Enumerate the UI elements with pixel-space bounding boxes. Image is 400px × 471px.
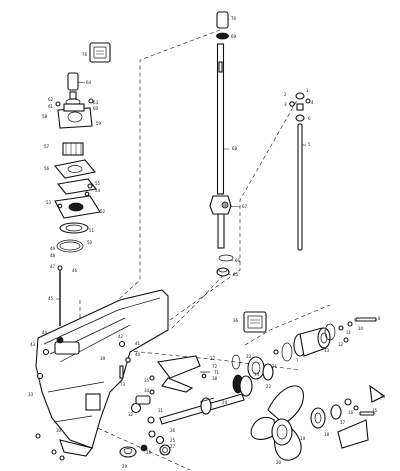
- callout-68: 68: [232, 146, 238, 151]
- callout-51: 51: [89, 228, 95, 233]
- callout-54: 54: [95, 188, 101, 193]
- callout-26: 26: [170, 428, 176, 433]
- callout-16: 16: [348, 410, 354, 415]
- propeller-shaft: [130, 393, 245, 452]
- callout-15: 15: [372, 408, 378, 413]
- callout-27: 27: [170, 444, 176, 449]
- shaft-top-bushing: [216, 11, 229, 40]
- callout-37: 37: [210, 356, 216, 361]
- callout-66: 66: [235, 258, 241, 263]
- callout-55: 55: [95, 181, 101, 186]
- callout-32: 32: [128, 412, 134, 417]
- callout-12: 12: [338, 342, 344, 347]
- callout-47: 47: [50, 264, 56, 269]
- seal-kit-box-top: [89, 42, 111, 63]
- forward-gear-cluster: [231, 354, 274, 397]
- callout-58: 58: [42, 114, 48, 119]
- callout-45: 45: [48, 296, 54, 301]
- callout-14: 14: [380, 394, 386, 399]
- callout-33: 33: [28, 392, 34, 397]
- callout-48: 48: [50, 253, 56, 258]
- callout-13: 13: [324, 348, 330, 353]
- callout-23: 23: [246, 354, 252, 359]
- callout-65: 65: [233, 272, 239, 277]
- callout-18: 18: [324, 432, 330, 437]
- callout-3: 3: [284, 102, 287, 107]
- callout-73: 73: [120, 382, 126, 387]
- callout-67: 67: [242, 204, 248, 209]
- callout-46: 46: [72, 268, 78, 273]
- callout-61: 61: [48, 104, 54, 109]
- callout-21: 21: [272, 364, 278, 369]
- shift-rod-lower: [57, 265, 63, 326]
- callout-59: 59: [96, 121, 102, 126]
- propeller-hardware: [310, 384, 386, 449]
- callout-28: 28: [146, 450, 152, 455]
- callout-6: 6: [308, 116, 311, 121]
- callout-4: 4: [311, 100, 314, 105]
- shaft-bottom-parts: [216, 254, 234, 277]
- callout-49: 49: [50, 246, 56, 251]
- callout-34: 34: [144, 388, 150, 393]
- callout-35: 35: [144, 378, 150, 383]
- callout-24: 24: [222, 400, 228, 405]
- bearing-carrier-assembly: [281, 317, 377, 362]
- callout-42: 42: [118, 334, 124, 339]
- water-pump-stack: [53, 72, 101, 253]
- callout-19: 19: [300, 436, 306, 441]
- callout-69: 69: [231, 34, 237, 39]
- callout-25: 25: [170, 438, 176, 443]
- callout-63: 63: [93, 100, 99, 105]
- callout-29: 29: [122, 464, 128, 469]
- callout-30: 30: [56, 428, 62, 433]
- fasteners-misc: [35, 349, 279, 461]
- callout-40: 40: [135, 352, 141, 357]
- callout-10: 10: [358, 326, 364, 331]
- callout-52: 52: [100, 209, 106, 214]
- callout-38: 38: [212, 376, 218, 381]
- callout-57: 57: [44, 144, 50, 149]
- callout-22: 22: [266, 384, 272, 389]
- callout-41: 41: [135, 341, 141, 346]
- callout-36: 36: [233, 318, 239, 323]
- callout-31: 31: [158, 408, 164, 413]
- callout-44: 44: [42, 330, 48, 335]
- leader-lines: [56, 18, 306, 300]
- callout-8: 8: [378, 316, 381, 321]
- pinion-gear-parts: [119, 395, 171, 458]
- callout-76: 76: [82, 52, 88, 57]
- callout-43: 43: [30, 342, 36, 347]
- callout-62: 62: [48, 97, 54, 102]
- callout-5: 5: [308, 142, 311, 147]
- callout-17: 17: [340, 420, 346, 425]
- callout-71: 71: [214, 370, 220, 375]
- shift-rod-assembly: [289, 92, 311, 251]
- propeller: [250, 385, 304, 461]
- callout-50: 50: [87, 240, 93, 245]
- callout-11: 11: [346, 330, 352, 335]
- seal-kit-box-bottom: [243, 311, 267, 333]
- callout-60: 60: [93, 106, 99, 111]
- callout-7: 7: [296, 358, 299, 363]
- gear-housing: [35, 289, 169, 457]
- callout-20: 20: [276, 460, 282, 465]
- callout-1: 1: [306, 88, 309, 93]
- callout-2: 2: [284, 92, 287, 97]
- callout-74: 74: [254, 372, 260, 377]
- callout-70: 70: [231, 16, 237, 21]
- callout-64: 64: [86, 80, 92, 85]
- callout-72: 72: [212, 364, 218, 369]
- callout-56: 56: [44, 166, 50, 171]
- callout-9: 9: [354, 318, 357, 323]
- trim-tab: [157, 355, 210, 393]
- drive-shaft: [209, 43, 232, 249]
- callout-39: 39: [100, 356, 106, 361]
- callout-53: 53: [46, 200, 52, 205]
- callout-labels: 70 69 76 64 62 63 61 60 58 59 57 56 55 5…: [28, 16, 386, 469]
